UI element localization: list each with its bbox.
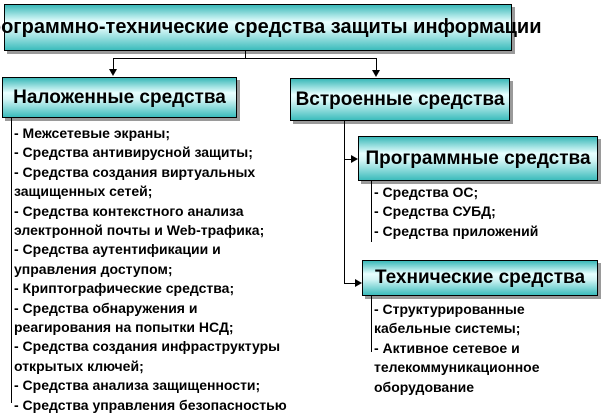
connector — [344, 121, 345, 284]
list-item: - Средства антивирусной защиты; — [12, 143, 312, 162]
list-item-text: - Межсетевые экраны; — [14, 125, 170, 141]
list-item-text: открытых ключей; — [14, 357, 144, 374]
list-item-text: - Средства ОС; — [374, 184, 479, 200]
arrow-down-icon — [372, 70, 380, 77]
hardware-list: - Структурированные кабельные системы; - А… — [372, 300, 540, 397]
list-item: - Средства создания инфраструктуры открыт… — [12, 337, 312, 376]
list-item: - Средства управления безопасностью — [12, 396, 312, 415]
list-item: - Средства СУБД; — [372, 202, 538, 221]
list-item-text: телекоммуникационное — [374, 359, 540, 376]
list-item: - Активное сетевое и телекоммуникационное… — [372, 339, 540, 397]
list-item-text: электронной почты и Web-трафика; — [14, 222, 265, 239]
connector — [371, 181, 372, 242]
arrow-down-icon — [109, 69, 117, 76]
list-item-text: управления доступом; — [14, 260, 173, 277]
list-item-text: защищенных сетей; — [14, 183, 153, 200]
list-item-text: реагирования на попытки НСД; — [14, 319, 234, 336]
software-list: - Средства ОС; - Средства СУБД; - Средства… — [372, 183, 538, 241]
builtin-box: Встроенные средства — [290, 78, 510, 121]
list-item: - Средства анализа защищенности; — [12, 376, 312, 395]
software-box: Программные средства — [358, 136, 598, 181]
arrow-right-icon — [355, 279, 362, 287]
list-item-text: - Средства контекстного анализа — [14, 202, 244, 219]
list-item-text: - Криптографические средства; — [14, 280, 235, 297]
connector — [344, 283, 356, 284]
list-item: - Межсетевые экраны; — [12, 124, 312, 143]
list-item-text: - Средства обнаружения и — [14, 299, 198, 316]
list-item: - Средства приложений — [372, 222, 538, 241]
list-item: - Средства обнаружения и реагирования на … — [12, 299, 312, 338]
list-item-text: - Средства создания инфраструктуры — [14, 338, 281, 355]
list-item-text: - Средства СУБД; — [374, 203, 496, 220]
overlay-list: - Межсетевые экраны; - Средства антивирус… — [12, 124, 312, 415]
list-item-text: - Структурированные — [374, 301, 525, 317]
list-item: - Средства ОС; — [372, 183, 538, 202]
root-title-box: Программно-технические средства защиты и… — [0, 4, 542, 51]
overlay-box: Наложенные средства — [2, 77, 237, 118]
list-item: - Средства аутентификации и управления до… — [12, 240, 312, 279]
list-item: - Средства контекстного анализа электронн… — [12, 202, 312, 241]
hardware-label: Технические средства — [374, 267, 586, 288]
list-item: - Средства создания виртуальных защищенны… — [12, 163, 312, 202]
connector — [113, 58, 377, 59]
list-item-text: - Средства управления безопасностью — [14, 396, 287, 413]
list-item-text: - Средства создания виртуальных — [14, 163, 256, 180]
list-item-text: - Средства приложений — [374, 222, 539, 239]
connector — [245, 51, 246, 59]
list-item-text: кабельные системы; — [374, 320, 521, 337]
software-label: Программные средства — [365, 147, 591, 169]
overlay-label: Наложенные средства — [13, 86, 226, 108]
list-item-text: - Средства антивирусной защиты; — [14, 144, 253, 161]
connector — [371, 296, 372, 352]
root-title: Программно-технические средства защиты и… — [0, 16, 542, 38]
connector — [11, 118, 12, 403]
connector — [376, 58, 377, 70]
hardware-box: Технические средства — [362, 260, 598, 296]
list-item-text: - Активное сетевое и — [374, 339, 520, 356]
list-item: - Структурированные кабельные системы; — [372, 300, 540, 339]
list-item-text: - Средства анализа защищенности; — [14, 377, 261, 394]
connector — [113, 58, 114, 70]
list-item-text: оборудование — [374, 378, 475, 395]
connector — [344, 159, 352, 160]
arrow-right-icon — [351, 155, 358, 163]
list-item-text: - Средства аутентификации и — [14, 241, 221, 258]
builtin-label: Встроенные средства — [295, 88, 505, 110]
list-item: - Криптографические средства; — [12, 279, 312, 298]
